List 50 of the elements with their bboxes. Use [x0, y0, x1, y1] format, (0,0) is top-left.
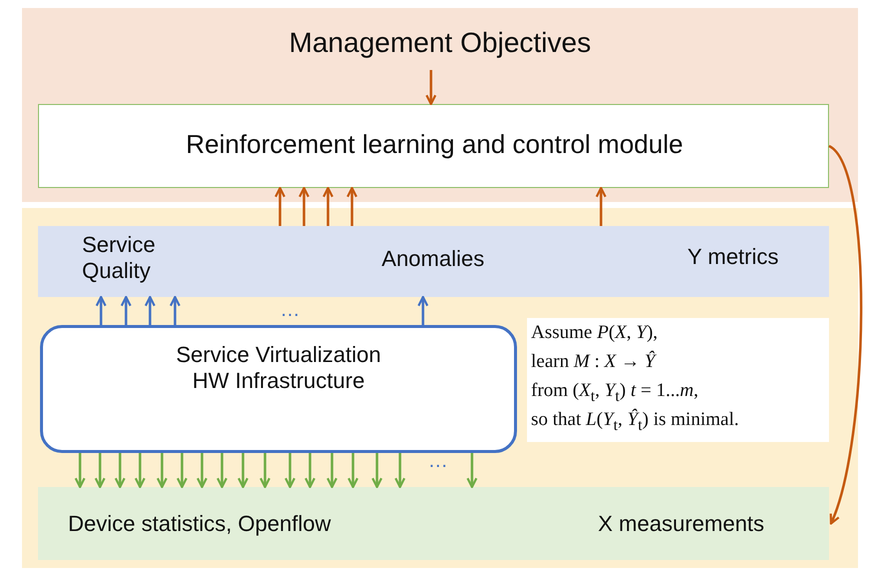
- arrow: [326, 453, 338, 488]
- arrow: [466, 453, 478, 488]
- formula-note: [527, 318, 829, 442]
- arrow: [170, 296, 180, 325]
- arrow: [144, 296, 156, 325]
- measurements-band: [38, 487, 829, 560]
- arrow: [114, 453, 126, 488]
- arrow: [298, 186, 310, 226]
- formula-line: learn M : X → Ŷ: [531, 351, 658, 374]
- metrics-band: [38, 226, 829, 297]
- arrow: [260, 453, 270, 488]
- measurement-label: Device statistics, Openflow: [68, 511, 332, 538]
- metric-label: Service Quality: [82, 232, 156, 285]
- arrow: [372, 453, 382, 488]
- ellipsis-label: …: [428, 451, 448, 471]
- arrow: [322, 186, 334, 226]
- module-box: [38, 104, 829, 188]
- arrow: [216, 453, 228, 488]
- arrow: [274, 186, 286, 226]
- arrow: [94, 453, 106, 488]
- arrow: [74, 453, 86, 488]
- arrow: [346, 186, 358, 226]
- measurement-label: X measurements: [598, 511, 766, 538]
- panel-heading: Management Objectives: [288, 26, 592, 60]
- arrow: [426, 70, 436, 106]
- arrow: [196, 453, 208, 488]
- infrastructure-box: [40, 325, 517, 453]
- objectives-panel: [22, 8, 858, 202]
- metric-label: Anomalies: [380, 246, 486, 272]
- arrow: [284, 453, 296, 488]
- arrow: [304, 453, 316, 488]
- formula-line: from (X$_{t}$, Y$_{t}$) t = 1...m,: [531, 380, 700, 407]
- arrow: [238, 453, 248, 488]
- ellipsis-label: …: [280, 300, 300, 320]
- arrow: [418, 296, 428, 325]
- module-label: Reinforcement learning and control module: [184, 129, 684, 160]
- arrow: [596, 186, 606, 226]
- arrow: [96, 296, 106, 325]
- formula-line: so that L(Y$_{t}$, Ŷ$_{t}$) is minimal.: [531, 409, 740, 436]
- formula-line: Assume P(X, Y),: [531, 322, 659, 345]
- arrow: [394, 453, 406, 488]
- feedback-arrow: [828, 145, 862, 525]
- metric-label: Y metrics: [686, 244, 780, 270]
- arrow: [348, 453, 358, 488]
- arrow: [120, 296, 132, 325]
- system-panel: [22, 208, 858, 568]
- infrastructure-label: Service Virtualization HW Infrastructure: [174, 342, 382, 395]
- arrow: [156, 453, 168, 488]
- arrow: [134, 453, 146, 488]
- arrow: [176, 453, 188, 488]
